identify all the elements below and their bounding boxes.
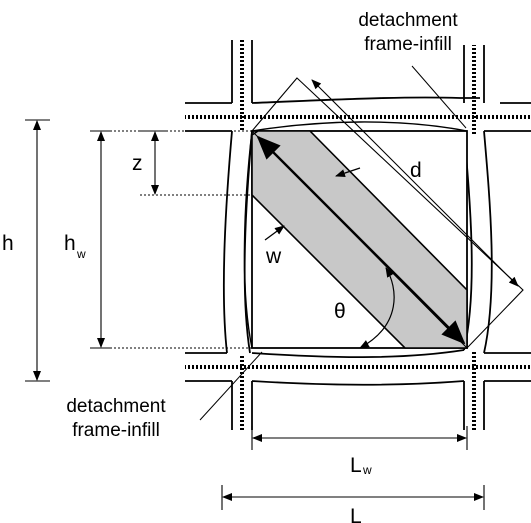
detachment-gap-top [251, 121, 468, 132]
theta-label: θ [334, 300, 346, 323]
w-arrow-upper [335, 167, 361, 177]
hw-label-sub: w [76, 247, 86, 261]
lw-label-sub: w [362, 463, 372, 477]
joint-hatch-br-v [472, 352, 476, 430]
l-label: L [350, 505, 362, 523]
h-label: h [2, 232, 14, 255]
detachment-bottom-label-line2: frame-infill [72, 420, 160, 441]
joint-hatch-tr-v [472, 45, 476, 135]
joint-hatch-bottom-h [185, 365, 531, 369]
bottom-beam-top-mid [251, 349, 465, 359]
lw-label-main: L [350, 454, 362, 477]
right-column-right-edge [483, 130, 493, 354]
w-arrow-lower [264, 225, 285, 241]
detachment-gap-left [243, 130, 253, 349]
detachment-top-label-line2: frame-infill [364, 34, 452, 55]
left-column-left-edge-low [222, 130, 233, 354]
joint-hatch-bl-v [240, 355, 244, 430]
detachment-top-leader [411, 65, 467, 129]
d-dimension-line [311, 79, 519, 287]
top-beam-top-edge-right [251, 96, 480, 104]
detachment-bottom-leader [199, 351, 263, 421]
joint-hatch-tl-v [240, 40, 244, 130]
theta-arc [359, 267, 395, 349]
w-label: w [265, 245, 282, 268]
joint-hatch-top-h [185, 115, 531, 119]
z-label: z [132, 152, 143, 175]
detachment-top-label-line1: detachment [358, 10, 458, 31]
hw-label-main: h [64, 232, 76, 255]
detachment-bottom-label-line1: detachment [66, 396, 166, 417]
bottom-beam-bottom-edge-mid [251, 380, 465, 386]
d-label: d [410, 159, 422, 182]
